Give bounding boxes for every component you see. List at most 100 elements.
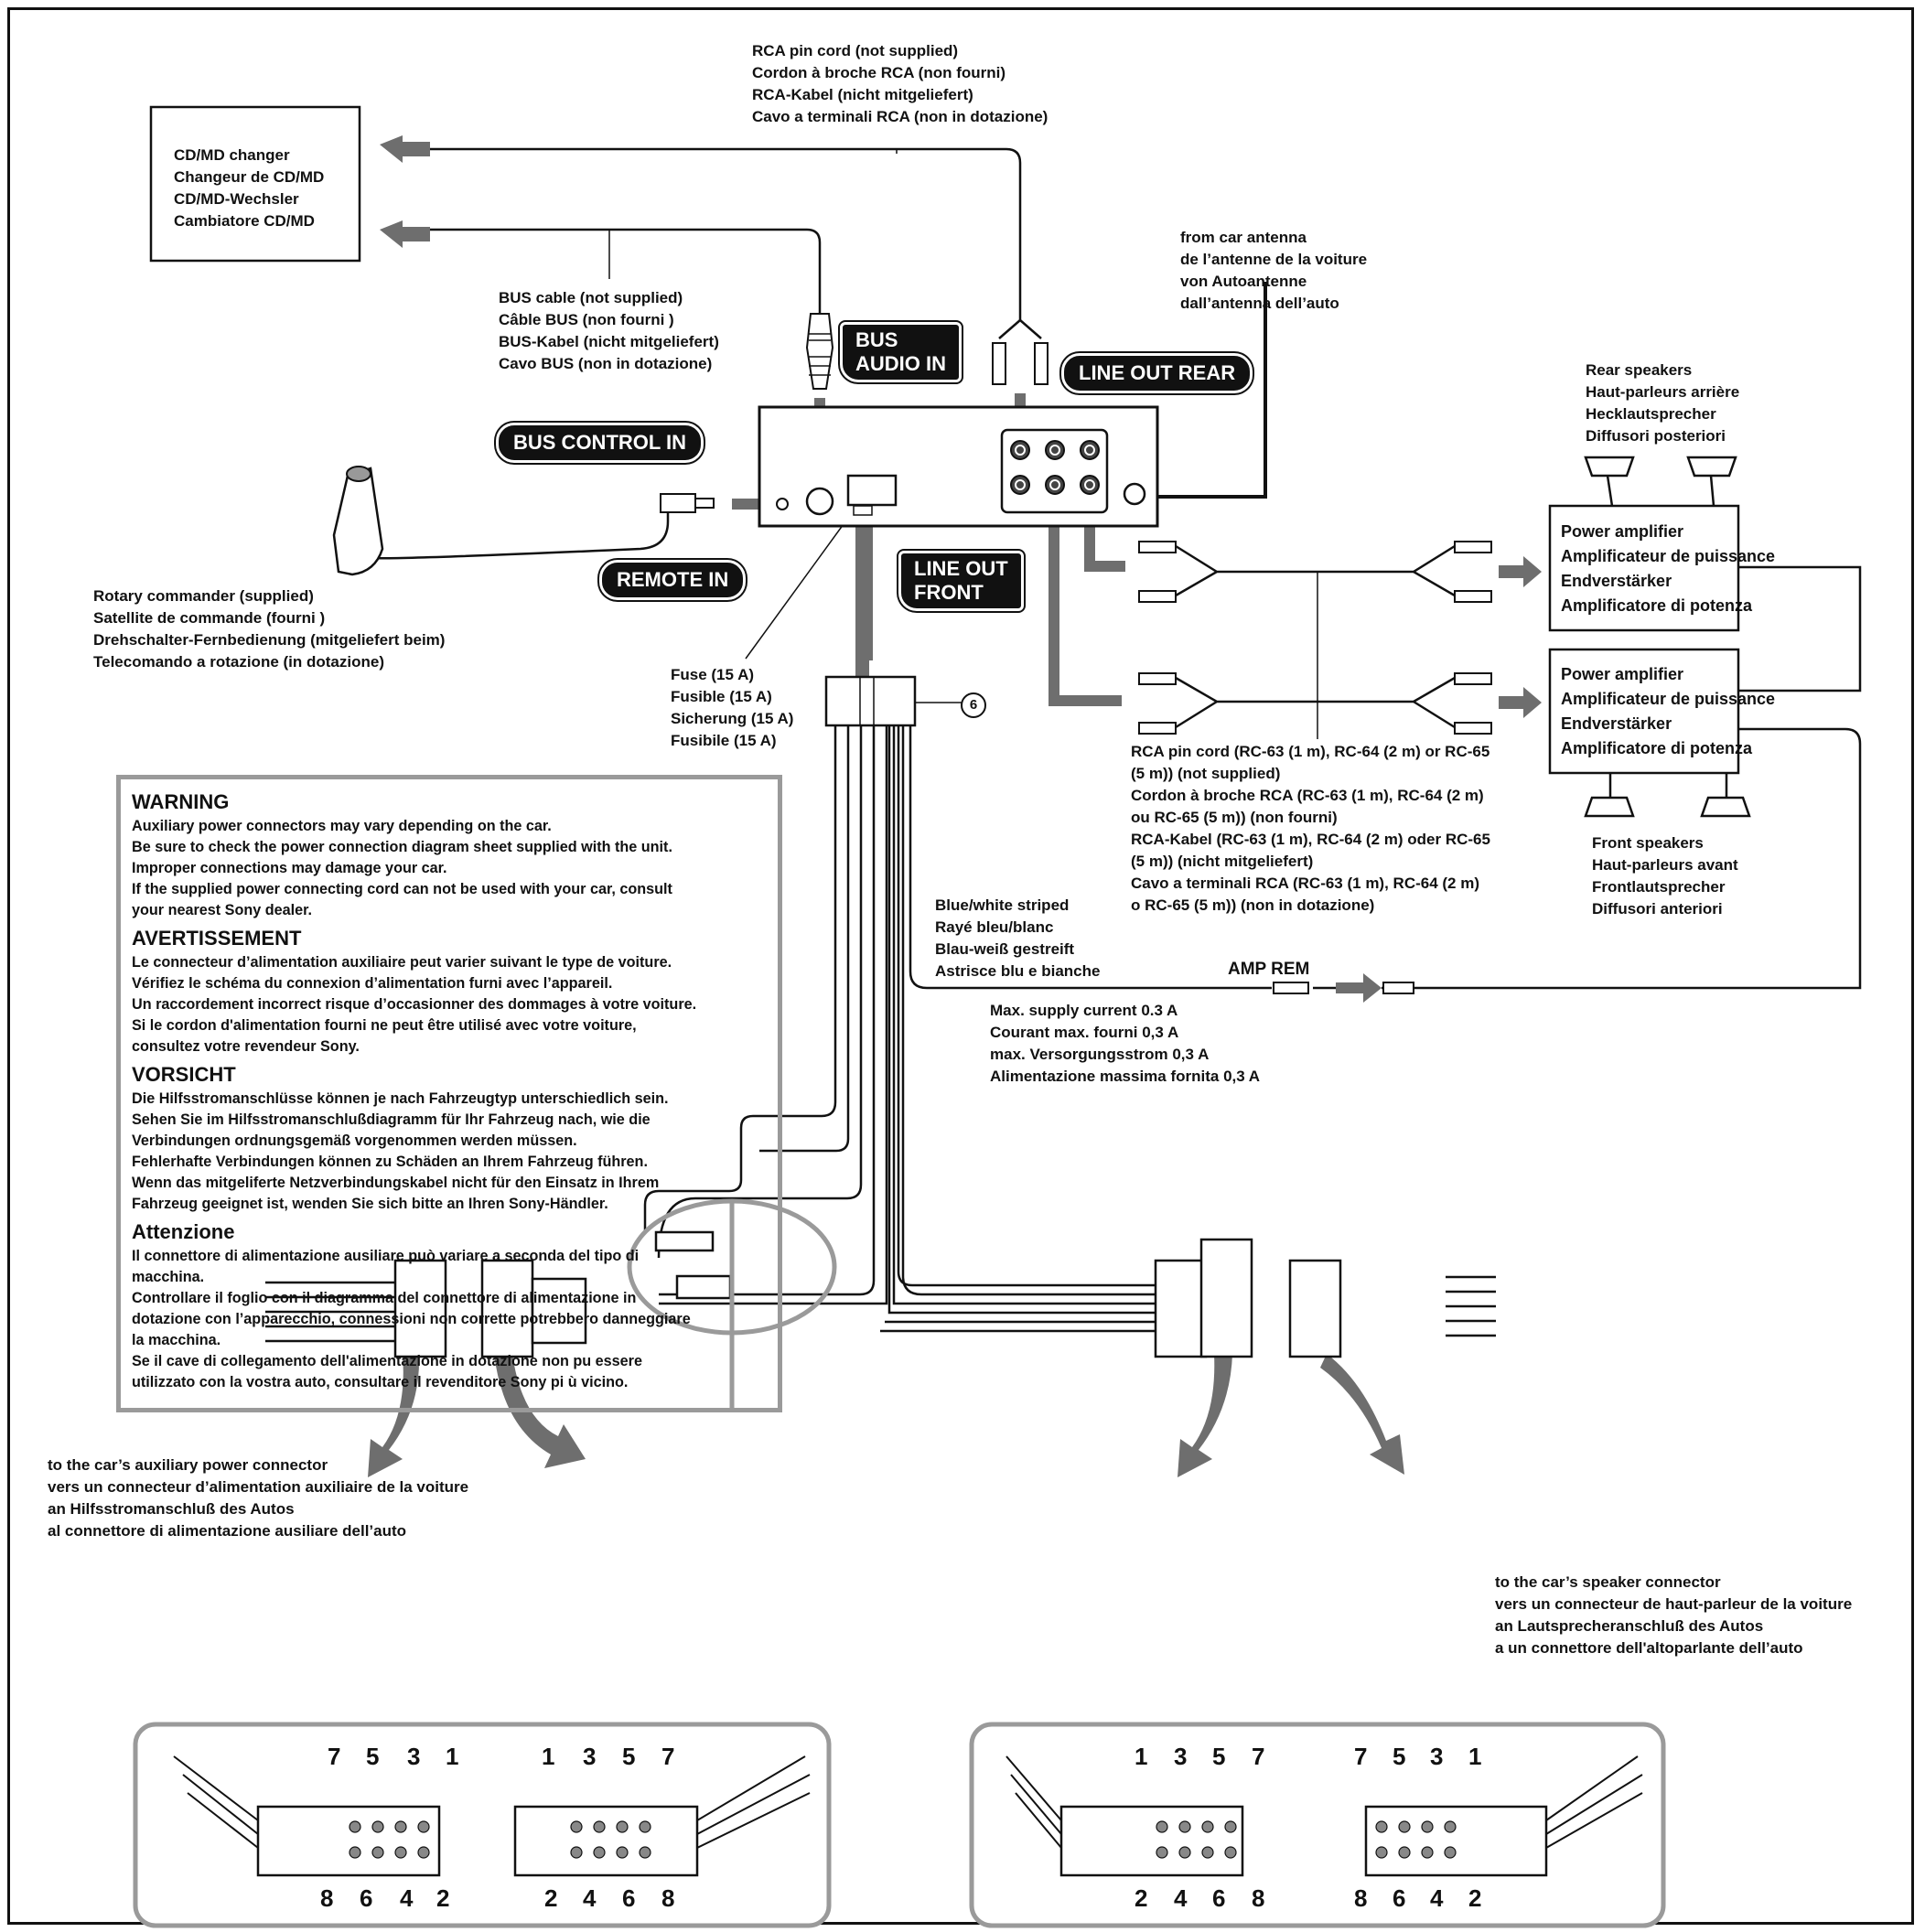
pin-label: 6 <box>1212 1884 1226 1912</box>
pin-label: 3 <box>583 1743 597 1770</box>
warning-text: Die Hilfsstromanschlüsse können je nach … <box>132 1090 669 1212</box>
curved-arrow-2 <box>494 1354 586 1468</box>
warning-box: WARNING Auxiliary power connectors may v… <box>116 775 782 1412</box>
curved-arrow-4 <box>1320 1354 1404 1475</box>
pin-label: 2 <box>1468 1884 1482 1912</box>
mini-plug <box>660 493 715 513</box>
pinout-b-connector <box>513 1805 699 1877</box>
bus-cable-wire <box>430 228 822 316</box>
pin-label: 4 <box>1174 1884 1188 1912</box>
remote-in-tag: REMOTE IN <box>599 560 747 600</box>
bus-control-in-tag: BUS CONTROL IN <box>496 423 704 463</box>
pin-label: 1 <box>542 1743 555 1770</box>
arrow-to-amp-2 <box>1499 687 1542 718</box>
pin-label: 2 <box>1135 1884 1148 1912</box>
antenna-jack <box>1123 482 1146 506</box>
pin-label: 6 <box>360 1884 373 1912</box>
rotary-cable <box>365 501 670 560</box>
changer-box <box>149 105 361 263</box>
pin-label: 5 <box>1393 1743 1406 1770</box>
remote-in-jack <box>776 498 789 510</box>
amp-rem-label: AMP REM <box>1228 960 1310 979</box>
power-cord-connector <box>824 675 917 727</box>
pin-label: 5 <box>366 1743 380 1770</box>
rotary-label: Rotary commander (supplied)Satellite de … <box>93 587 446 671</box>
pin-label: 4 <box>583 1884 597 1912</box>
pin-label: 8 <box>661 1884 675 1912</box>
front-speaker-right <box>1700 796 1751 818</box>
pin-label: 7 <box>328 1743 341 1770</box>
unit-aux-connector <box>480 1259 534 1358</box>
front-speaker-left <box>1584 796 1635 818</box>
pin-label: 4 <box>1430 1884 1444 1912</box>
amp-rem-plug-1 <box>1273 982 1309 994</box>
curved-arrow-1 <box>368 1354 420 1477</box>
fuse <box>853 505 873 516</box>
pin-label: 3 <box>1174 1743 1188 1770</box>
pin-label: 2 <box>544 1884 558 1912</box>
bus-cable-label: BUS cable (not supplied)Câble BUS (non f… <box>499 289 719 372</box>
pin-label: 6 <box>1393 1884 1406 1912</box>
pin-label: 1 <box>1468 1743 1482 1770</box>
pin-label: 8 <box>1252 1884 1265 1912</box>
rca-cord-long-label: RCA pin cord (RC-63 (1 m), RC-64 (2 m) o… <box>1131 743 1490 914</box>
unit-speaker-connector <box>1154 1259 1208 1358</box>
pin-label: 3 <box>1430 1743 1444 1770</box>
warning-text: Auxiliary power connectors may vary depe… <box>132 818 672 918</box>
amp-rem-plug-2 <box>1382 982 1414 994</box>
pinout-c-connector <box>1059 1805 1244 1877</box>
arrow-amp-rem <box>1336 973 1382 1003</box>
connector-number-badge: 6 <box>961 692 986 718</box>
bus-control-in-jack <box>805 487 834 516</box>
aux-pinout-box <box>133 1722 832 1928</box>
pin-label: 5 <box>622 1743 636 1770</box>
arrow-to-changer-1 <box>380 135 430 163</box>
rotary-commander <box>332 467 384 576</box>
warning-title-fr: AVERTISSEMENT <box>132 927 302 950</box>
antenna-wire <box>1148 282 1267 499</box>
rca-cord-changer-wire <box>430 147 1022 320</box>
pin-label: 7 <box>661 1743 675 1770</box>
pin-label: 6 <box>622 1884 636 1912</box>
rear-speaker-right <box>1686 456 1737 478</box>
curved-arrow-3 <box>1178 1354 1232 1477</box>
pinout-d-connector <box>1364 1805 1548 1877</box>
fuse-power-wire <box>862 510 873 660</box>
pin-label: 8 <box>1354 1884 1368 1912</box>
power-socket <box>846 474 898 507</box>
arrow-to-amp-1 <box>1499 556 1542 587</box>
fuse-label: Fuse (15 A)Fusible (15 A)Sicherung (15 A… <box>671 666 794 749</box>
line-out-rear-tag: LINE OUT REAR <box>1061 353 1253 393</box>
pin-label: 5 <box>1212 1743 1226 1770</box>
pin-label: 7 <box>1252 1743 1265 1770</box>
warning-title-de: VORSICHT <box>132 1063 236 1086</box>
warning-text: Le connecteur d’alimentation auxiliaire … <box>132 954 697 1055</box>
warning-title-it: Attenzione <box>132 1220 235 1243</box>
rca-cord-top-label: RCA pin cord (not supplied)Cordon à broc… <box>752 42 1049 125</box>
pin-label: 1 <box>1135 1743 1148 1770</box>
car-speaker-connector <box>1288 1259 1342 1358</box>
pin-label: 1 <box>446 1743 459 1770</box>
pin-label: 7 <box>1354 1743 1368 1770</box>
amplifier-box-2 <box>1548 648 1740 775</box>
amplifier-box-1 <box>1548 504 1740 632</box>
car-aux-connector <box>393 1259 447 1358</box>
pin-label: 4 <box>400 1884 414 1912</box>
warning-text: Il connettore di alimentazione ausiliare… <box>132 1248 691 1390</box>
diagram-frame <box>7 7 1914 1925</box>
arrow-to-changer-2 <box>380 220 430 248</box>
pin-label: 8 <box>320 1884 334 1912</box>
rear-speaker-left <box>1584 456 1635 478</box>
